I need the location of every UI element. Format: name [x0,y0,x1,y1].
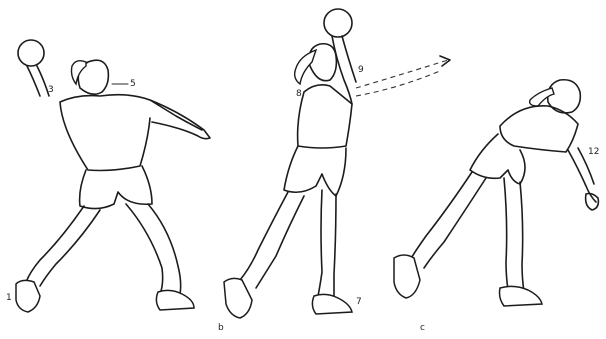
back-leg [240,192,304,288]
panel-caption-c: c [420,323,425,333]
panel-c: 12 c [394,80,599,333]
front-shoe [500,286,543,306]
throw-trajectory [356,60,448,96]
shorts [470,134,525,184]
ponytail [295,50,316,84]
throwing-arm [27,66,49,96]
front-shoe [156,290,194,310]
shorts [80,166,152,209]
front-leg [126,204,181,294]
panel-a: 3 5 1 [6,40,210,312]
back-leg [26,206,100,286]
label-3: 3 [48,85,54,95]
label-12: 12 [588,147,599,157]
ponytail [530,88,554,106]
shorts [284,146,346,196]
head [309,44,336,81]
label-1: 1 [6,293,12,303]
label-9: 9 [358,65,364,75]
label-7: 7 [356,297,362,307]
label-5: 5 [130,79,136,89]
torso [298,85,352,148]
torso [60,95,202,171]
back-shoe [16,280,40,312]
front-leg [318,190,336,298]
label-8: 8 [296,89,302,99]
back-leg [410,172,486,268]
front-leg [504,178,524,292]
back-shoe [394,255,420,298]
front-shoe [312,294,352,314]
ball [324,9,352,37]
panel-caption-b: b [218,323,224,333]
back-shoe [224,278,252,318]
torso [500,106,578,152]
ball [18,40,44,66]
